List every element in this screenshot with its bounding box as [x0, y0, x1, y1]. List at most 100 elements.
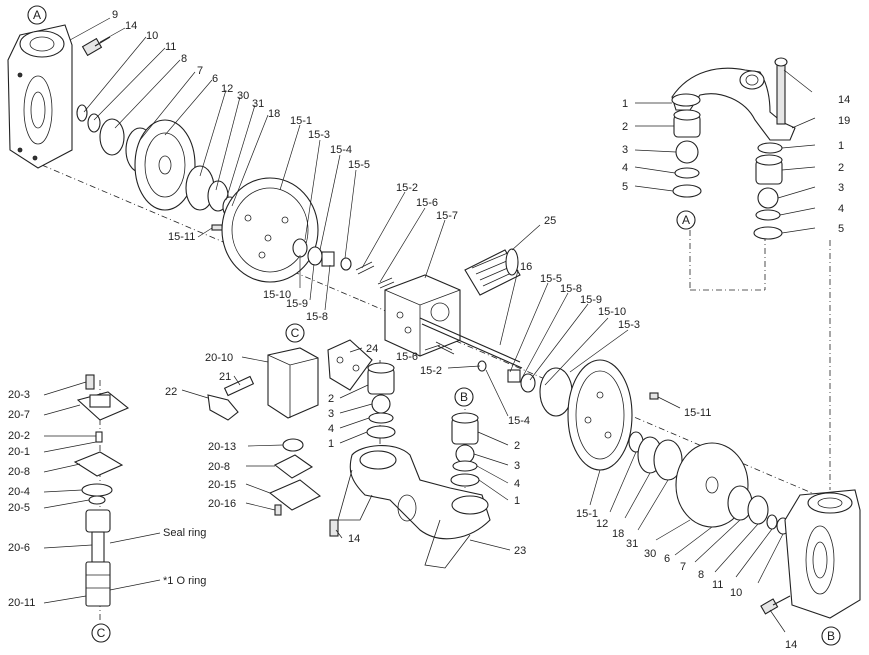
label-15-7: 15-7	[436, 210, 458, 222]
label-15-6-bottom: 15-6	[396, 351, 418, 363]
seal-ring-note: Seal ring	[163, 527, 206, 539]
label-8-bottom: 8	[698, 569, 704, 581]
pilot-valve-exploded	[73, 374, 130, 607]
label-15-8-right: 15-8	[560, 283, 582, 295]
top-manifold	[671, 67, 796, 141]
ref-b-circle-center	[454, 387, 474, 407]
label-2-center-left: 2	[328, 393, 334, 405]
label-15-3-right: 15-3	[618, 319, 640, 331]
ref-c-circle-bottom-left	[91, 623, 111, 643]
label-11-bottom: 11	[712, 579, 723, 591]
label-3-center-right: 3	[514, 460, 520, 472]
pilot-gaskets	[268, 438, 322, 516]
label-15-6-top: 15-6	[416, 197, 438, 209]
label-3-center-left: 3	[328, 408, 334, 420]
label-20-1: 20-1	[8, 446, 30, 458]
label-1-center-right: 1	[514, 495, 520, 507]
label-20-7: 20-7	[8, 409, 30, 421]
label-10-bottom: 10	[730, 587, 742, 599]
gasket-24	[327, 339, 373, 391]
label-23: 23	[514, 545, 526, 557]
ref-a-label-right: A	[682, 213, 690, 227]
label-6-top-left: 6	[212, 73, 218, 85]
bolt-14-bottom-right	[760, 595, 791, 615]
diaphragm-right	[628, 431, 790, 535]
label-7-bottom: 7	[680, 561, 686, 573]
ref-a-circle-right	[676, 210, 696, 230]
label-19: 19	[838, 115, 850, 127]
label-15-11-left: 15-11	[168, 231, 195, 243]
small-washers-left	[76, 104, 125, 156]
label-15-3-top: 15-3	[308, 129, 330, 141]
label-12-top-left: 12	[221, 83, 233, 95]
right-housing	[784, 489, 861, 619]
label-18-bottom: 18	[612, 528, 624, 540]
label-20-15: 20-15	[208, 479, 236, 491]
ref-c-label-center: C	[291, 326, 300, 340]
label-20-10: 20-10	[205, 352, 233, 364]
center-plate-right	[539, 359, 659, 471]
label-4-center-left: 4	[328, 423, 334, 435]
label-15-10-right: 15-10	[598, 306, 626, 318]
ref-b-label-bottom-right: B	[827, 629, 835, 643]
label-20-13: 20-13	[208, 441, 236, 453]
label-15-11-right: 15-11	[684, 407, 711, 419]
label-1-center-left: 1	[328, 438, 334, 450]
check-valve-stack-top	[672, 109, 702, 198]
ref-a-label-top-left: A	[33, 8, 41, 22]
label-9: 9	[112, 9, 118, 21]
check-valve-stack-center-right	[450, 412, 480, 487]
label-6-bottom: 6	[664, 553, 670, 565]
check-valve-stack-center-left	[366, 362, 396, 439]
ref-c-label-bottom-left: C	[97, 626, 106, 640]
label-15-2-bottom: 15-2	[420, 365, 442, 377]
label-14-bottom-right: 14	[785, 639, 797, 651]
label-24: 24	[366, 343, 378, 355]
label-5-left: 5	[622, 181, 628, 193]
muffler	[464, 248, 521, 296]
ref-c-circle-center	[285, 323, 305, 343]
label-8-top-left: 8	[181, 53, 187, 65]
diaphragm-left	[125, 119, 196, 211]
label-15-1-top: 15-1	[290, 115, 312, 127]
label-3-right: 3	[838, 182, 844, 194]
label-15-4-bottom: 15-4	[508, 415, 530, 427]
label-20-16: 20-16	[208, 498, 236, 510]
label-15-1-bottom: 15-1	[576, 508, 598, 520]
label-14-center: 14	[348, 533, 360, 545]
label-2-right: 2	[838, 162, 844, 174]
label-20-3: 20-3	[8, 389, 30, 401]
air-valve-body	[384, 274, 461, 357]
label-4-right: 4	[838, 203, 844, 215]
label-15-5-top: 15-5	[348, 159, 370, 171]
left-housing	[7, 24, 73, 169]
reference-markers: A A B B C C	[27, 5, 841, 646]
label-10-top-left: 10	[146, 30, 158, 42]
label-16: 16	[520, 261, 532, 273]
label-2-left: 2	[622, 121, 628, 133]
bolt-14-top-left	[81, 36, 111, 57]
label-15-5-right: 15-5	[540, 273, 562, 285]
label-25: 25	[544, 215, 556, 227]
label-22: 22	[165, 386, 177, 398]
label-18-top-left: 18	[268, 108, 280, 120]
label-4-left: 4	[622, 162, 628, 174]
ref-b-circle-bottom-right	[821, 626, 841, 646]
label-2-center-right: 2	[514, 440, 520, 452]
label-20-4: 20-4	[8, 486, 30, 498]
center-plate-left	[221, 177, 319, 283]
ref-b-label-center: B	[460, 390, 468, 404]
label-20-8-left: 20-8	[8, 466, 30, 478]
label-20-5: 20-5	[8, 502, 30, 514]
label-20-11: 20-11	[8, 597, 35, 609]
label-12-bottom: 12	[596, 518, 608, 530]
label-15-9-left: 15-9	[286, 298, 308, 310]
shaft	[419, 317, 523, 369]
label-3-left: 3	[622, 144, 628, 156]
label-15-9-right: 15-9	[580, 294, 602, 306]
label-20-8-center: 20-8	[208, 461, 230, 473]
label-14-top-left: 14	[125, 20, 137, 32]
ref-a-circle-top-left	[27, 5, 47, 25]
o-ring-note: *1 O ring	[163, 575, 206, 587]
